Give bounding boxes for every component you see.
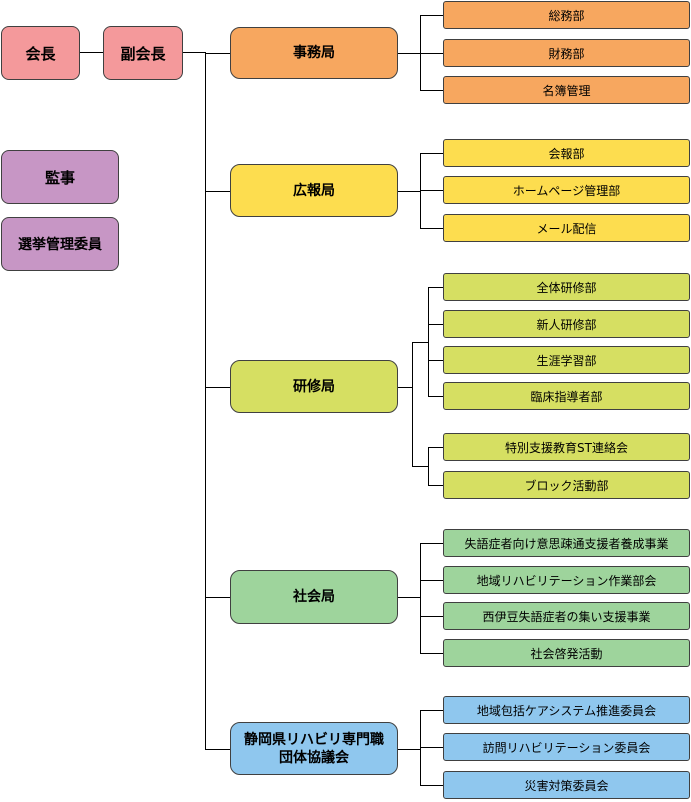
- dept-connector: [428, 447, 443, 448]
- branch-connector: [398, 387, 412, 388]
- dept-connector: [420, 785, 443, 786]
- bureau-label: 広報局: [293, 182, 335, 199]
- bureau-box: 研修局: [230, 360, 398, 413]
- department-box: 会報部: [443, 139, 690, 167]
- department-label: 総務部: [548, 8, 585, 23]
- department-label: 災害対策委員会: [524, 778, 609, 793]
- dept-connector: [420, 53, 443, 54]
- department-label: 臨床指導者部: [530, 389, 603, 404]
- branch-spine: [420, 153, 421, 229]
- dept-connector: [420, 710, 443, 711]
- dept-connector: [420, 543, 443, 544]
- bureau-connector: [205, 387, 230, 388]
- department-label: 地域リハビリテーション作業部会: [476, 573, 657, 588]
- sub-spine: [428, 447, 429, 486]
- vice-president-connector: [183, 52, 205, 53]
- branch-spine: [420, 543, 421, 654]
- branch-stub: [412, 466, 428, 467]
- department-label: ホームページ管理部: [512, 183, 621, 198]
- bureau-connector: [205, 597, 230, 598]
- department-box: ホームページ管理部: [443, 176, 690, 204]
- department-label: 失語症者向け意思疎通支援者養成事業: [464, 536, 669, 551]
- department-box: 西伊豆失語症者の集い支援事業: [443, 602, 690, 630]
- department-box: 社会啓発活動: [443, 639, 690, 667]
- bureau-box: 社会局: [230, 570, 398, 624]
- bureau-label: 社会局: [293, 589, 335, 605]
- department-label: 生涯学習部: [536, 353, 597, 368]
- dept-connector: [420, 616, 443, 617]
- department-box: 地域リハビリテーション作業部会: [443, 566, 690, 594]
- sub-spine: [428, 287, 429, 397]
- bureau-label: 事務局: [293, 45, 335, 61]
- branch-stub: [412, 342, 428, 343]
- department-label: 西伊豆失語症者の集い支援事業: [482, 609, 651, 624]
- bureau-box: 事務局: [230, 27, 398, 79]
- department-label: 会報部: [548, 146, 585, 161]
- dept-connector: [428, 485, 443, 486]
- department-box: 臨床指導者部: [443, 382, 690, 410]
- auditor-box: 監事: [1, 150, 119, 204]
- department-label: 全体研修部: [536, 280, 597, 295]
- president-box: 会長: [1, 26, 80, 80]
- department-box: 全体研修部: [443, 273, 690, 301]
- department-label: メール配信: [536, 221, 597, 236]
- election-committee-box: 選挙管理委員: [1, 217, 119, 271]
- department-label: 新人研修部: [536, 317, 597, 332]
- department-label: 社会啓発活動: [530, 646, 603, 661]
- main-trunk: [205, 52, 206, 750]
- branch-connector: [398, 53, 420, 54]
- bureau-label: 研修局: [293, 378, 335, 395]
- department-box: 名簿管理: [443, 76, 690, 104]
- department-label: ブロック活動部: [524, 478, 609, 493]
- dept-connector: [420, 153, 443, 154]
- department-box: 災害対策委員会: [443, 771, 690, 799]
- department-box: 生涯学習部: [443, 346, 690, 374]
- bureau-connector: [205, 749, 230, 750]
- branch-connector: [398, 191, 420, 192]
- bureau-box: 広報局: [230, 164, 398, 217]
- branch-spine: [420, 710, 421, 786]
- dept-connector: [428, 324, 443, 325]
- branch-connector: [398, 749, 420, 750]
- dept-connector: [420, 190, 443, 191]
- dept-connector: [420, 747, 443, 748]
- department-box: メール配信: [443, 214, 690, 242]
- department-label: 特別支援教育ST連絡会: [505, 440, 628, 455]
- bureau-connector: [205, 191, 230, 192]
- department-box: 新人研修部: [443, 310, 690, 338]
- department-box: 財務部: [443, 39, 690, 67]
- dept-connector: [428, 287, 443, 288]
- department-label: 名簿管理: [542, 83, 591, 98]
- dept-connector: [420, 580, 443, 581]
- dept-connector: [420, 228, 443, 229]
- dept-connector: [428, 360, 443, 361]
- department-label: 地域包括ケアシステム推進委員会: [476, 703, 657, 718]
- department-label: 財務部: [548, 46, 585, 61]
- dept-connector: [420, 15, 443, 16]
- branch-connector: [398, 597, 420, 598]
- bureau-connector: [205, 53, 230, 54]
- vice-president-box: 副会長: [103, 26, 183, 80]
- department-label: 訪問リハビリテーション委員会: [482, 740, 651, 755]
- department-box: 総務部: [443, 1, 690, 29]
- bureau-label: 静岡県リハビリ専門職 団体協議会: [244, 731, 384, 766]
- dept-connector: [428, 396, 443, 397]
- branch-spine: [412, 342, 413, 467]
- dept-connector: [420, 653, 443, 654]
- dept-connector: [420, 90, 443, 91]
- department-box: 訪問リハビリテーション委員会: [443, 733, 690, 761]
- bureau-box: 静岡県リハビリ専門職 団体協議会: [230, 722, 398, 775]
- department-box: 失語症者向け意思疎通支援者養成事業: [443, 529, 690, 557]
- president-connector: [80, 52, 103, 53]
- department-box: ブロック活動部: [443, 471, 690, 499]
- department-box: 特別支援教育ST連絡会: [443, 433, 690, 461]
- department-box: 地域包括ケアシステム推進委員会: [443, 696, 690, 724]
